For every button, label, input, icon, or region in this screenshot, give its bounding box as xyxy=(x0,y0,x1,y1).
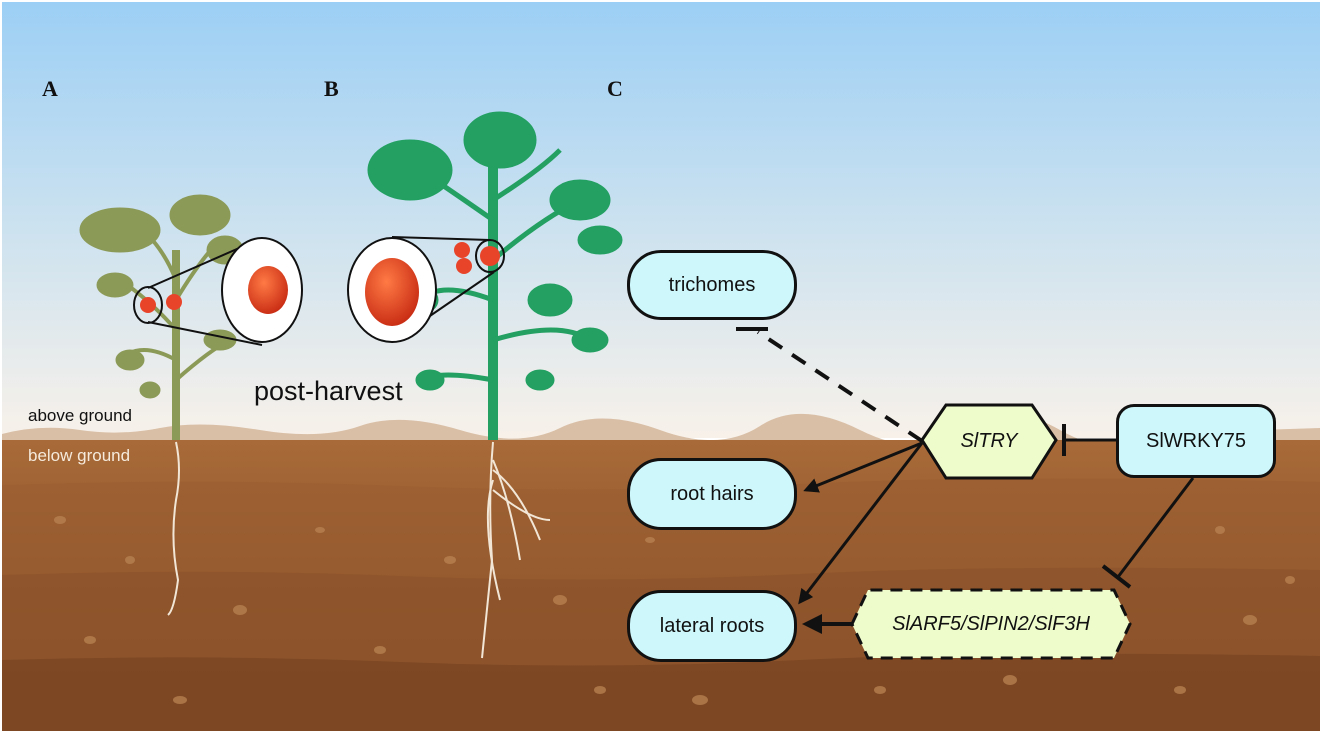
tomato-fruit-b xyxy=(365,258,419,326)
lateral-roots-label: lateral roots xyxy=(659,614,765,637)
edge-slwrky75-targets-bar xyxy=(1101,564,1132,589)
zoom-line xyxy=(391,236,491,241)
soil-layer xyxy=(2,653,1320,731)
targets-label: SlARF5/SlPIN2/SlF3H xyxy=(892,612,1090,635)
edge-sltry-lateralroots xyxy=(798,442,924,605)
lateral-roots-node: lateral roots xyxy=(627,590,797,662)
panel-label-c: C xyxy=(607,76,623,101)
edge-sltry-roothairs xyxy=(803,441,923,493)
sltry-node-shape xyxy=(920,403,1058,480)
below-ground-label: below ground xyxy=(28,446,131,465)
panel-label-b: B xyxy=(324,76,339,101)
edge-sltry-trichomes xyxy=(756,330,924,443)
sltry-node: SlTRY xyxy=(922,405,1056,478)
soil-pebbles xyxy=(54,516,1295,705)
edge-slwrky75-targets xyxy=(1116,477,1195,578)
sltry-label: SlTRY xyxy=(960,430,1018,452)
post-harvest-label: post-harvest xyxy=(254,376,403,406)
panel-label-a: A xyxy=(42,76,58,101)
tomato-fruit-a xyxy=(248,266,288,314)
slwrky75-node: SlWRKY75 xyxy=(1116,404,1276,478)
slwrky75-label: SlWRKY75 xyxy=(1145,429,1247,452)
root-hairs-node: root hairs xyxy=(627,458,797,530)
targets-node-shape xyxy=(850,588,1132,660)
plant-a-root xyxy=(167,441,180,616)
trichomes-label: trichomes xyxy=(668,273,756,296)
zoom-line xyxy=(147,321,263,346)
trichomes-node: trichomes xyxy=(627,250,797,320)
plant-b-roots xyxy=(481,441,551,659)
above-ground-label: above ground xyxy=(28,406,132,425)
plant-b-fruits xyxy=(454,239,505,274)
root-hairs-label: root hairs xyxy=(670,482,754,505)
targets-node: SlARF5/SlPIN2/SlF3H xyxy=(852,590,1130,658)
plant-b xyxy=(367,111,623,440)
